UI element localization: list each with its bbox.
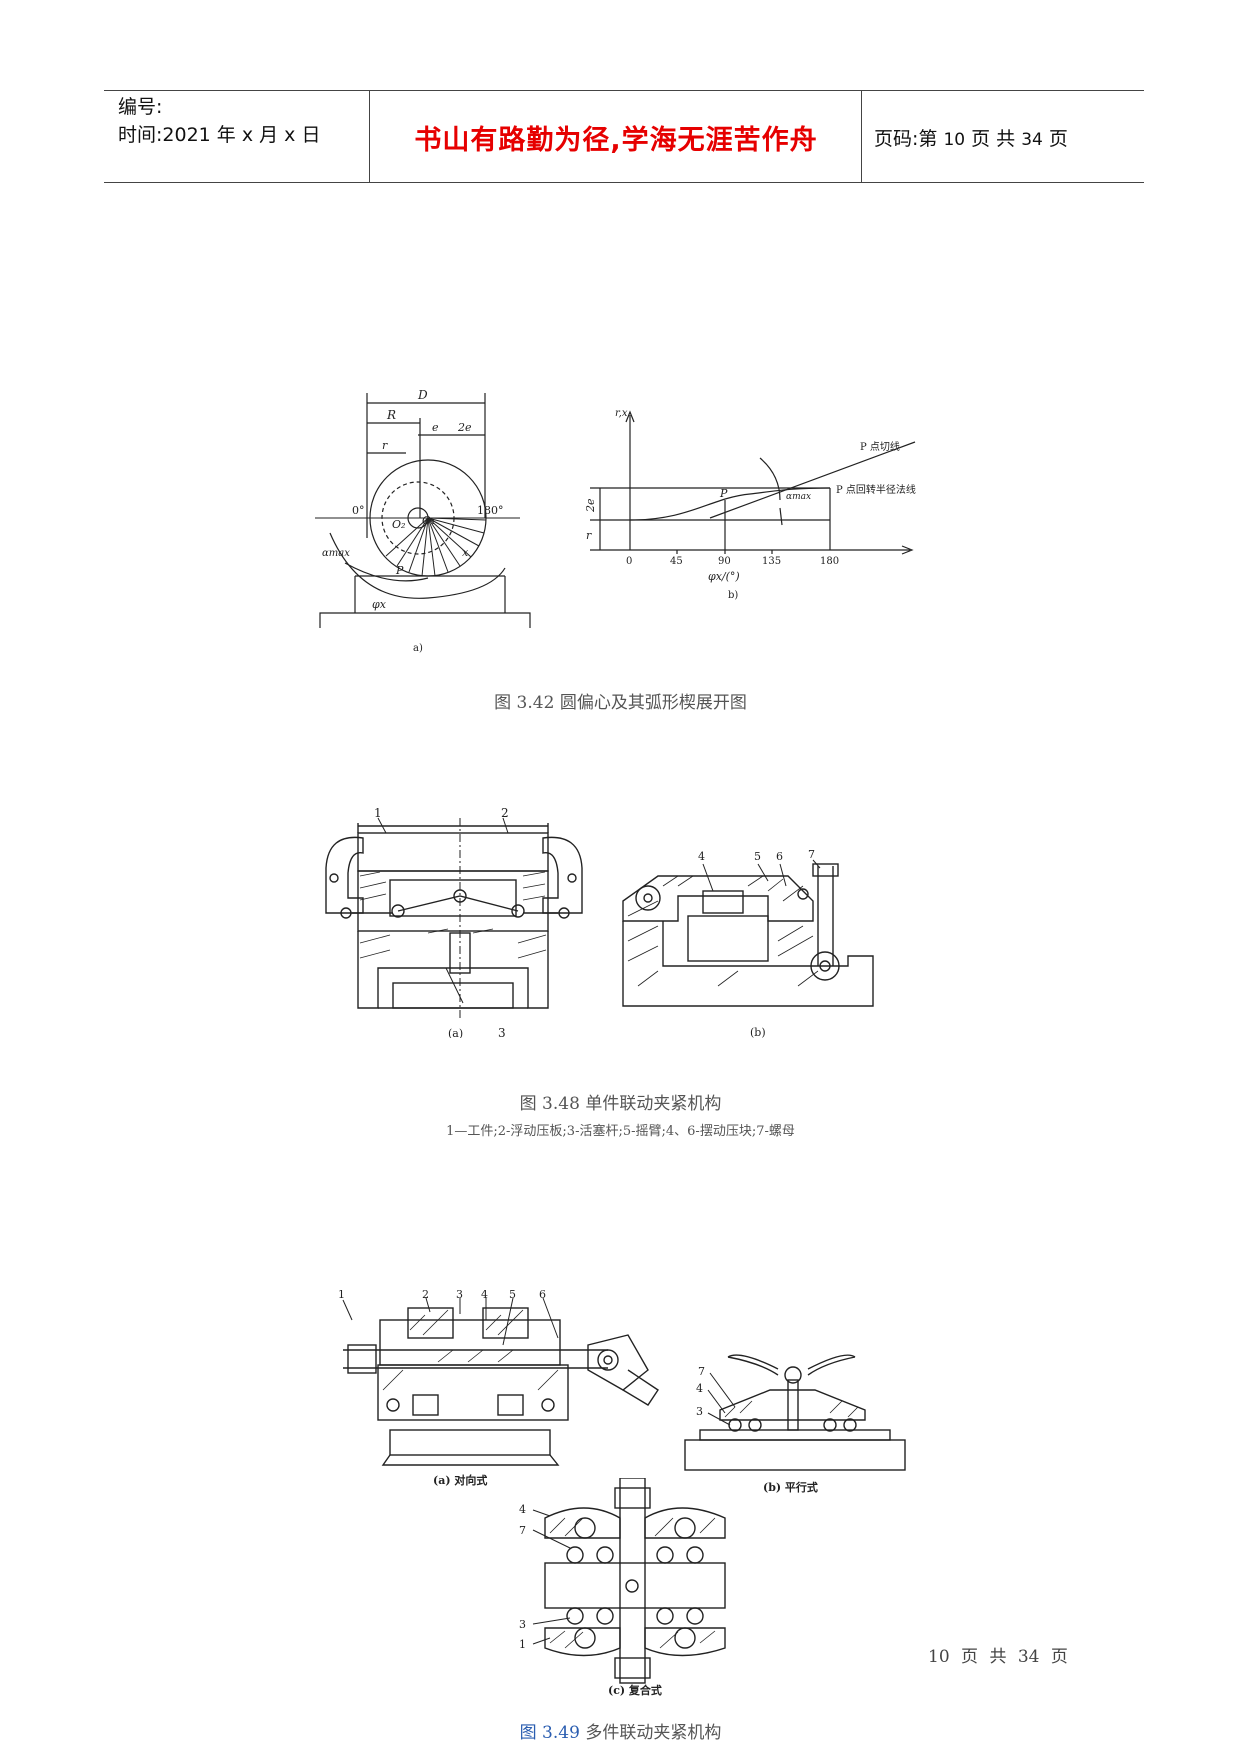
figure-342b-unrolled-wedge-chart: r,x 2e r 0 45 90 135 180 φx/(°) P αmax P… — [584, 408, 916, 601]
fig342a-label-e: e — [432, 421, 439, 434]
fig349b-label-4: 4 — [696, 1382, 703, 1395]
fig342a-sublabel: a) — [413, 643, 423, 654]
figure-349b-parallel-multi-clamp: 7 4 3 (b) 平行式 — [684, 1354, 906, 1494]
fig342a-label-180deg: 180° — [477, 504, 504, 517]
fig349a-label-6: 6 — [539, 1290, 546, 1301]
fig342a-label-P: P — [395, 564, 404, 577]
fig342b-tick-90: 90 — [718, 556, 731, 567]
header-divider-left — [369, 90, 370, 183]
page-total: 34 — [1021, 130, 1043, 150]
fig342a-label-2e: 2e — [457, 421, 472, 434]
fig349c-label-3: 3 — [519, 1618, 526, 1631]
page-prefix: 页码:第 — [874, 128, 944, 150]
fig348a-label-3: 3 — [498, 1026, 506, 1038]
figure-349c-compound-multi-clamp: 4 7 3 1 (c) 复合式 — [519, 1478, 726, 1696]
fig349c-label-4: 4 — [519, 1503, 526, 1516]
header-motto: 书山有路勤为径,学海无涯苦作舟 — [414, 125, 818, 156]
fig342a-label-0deg: 0° — [352, 504, 365, 517]
fig349a-label-1: 1 — [338, 1290, 345, 1301]
fig342b-label-P: P — [719, 487, 728, 500]
fig349b-label-7: 7 — [698, 1365, 705, 1378]
fig348a-sublabel: (a) — [448, 1027, 463, 1038]
fig349a-sublabel: (a) 对向式 — [433, 1473, 487, 1486]
fig342a-label-D: D — [417, 388, 428, 402]
fig342a-label-r: r — [382, 439, 388, 452]
header-top-rule — [104, 90, 1144, 91]
fig349a-label-5: 5 — [509, 1290, 516, 1301]
fig342b-tangent-label: P 点切线 — [860, 440, 900, 453]
fig348b-sublabel: (b) — [750, 1026, 766, 1039]
header-time-label: 时间:2021 年 x 月 x 日 — [118, 124, 321, 146]
fig348b-label-5: 5 — [754, 850, 761, 863]
fig342b-normal-label: P 点回转半径法线 — [836, 483, 916, 496]
fig342b-label-2e: 2e — [584, 498, 597, 513]
fig342a-label-phi: φx — [372, 598, 387, 611]
page-current: 10 — [943, 130, 966, 150]
figure-342-caption: 图 3.42 圆偏心及其弧形楔展开图 — [494, 693, 747, 713]
fig342b-label-alpha: αmax — [786, 492, 811, 502]
figure-348a-single-clamp: 1 2 3 (a) — [325, 808, 583, 1038]
fig349a-label-2: 2 — [422, 1290, 429, 1301]
fig342a-label-O1: O₁ — [422, 514, 435, 527]
fig348a-label-1: 1 — [374, 808, 382, 820]
footer-page-number: 10 页 共 34 页 — [928, 1647, 1068, 1667]
fig348a-label-2: 2 — [501, 808, 509, 820]
fig342b-tick-45: 45 — [670, 556, 683, 567]
figure-349-caption-number: 图 3.49 — [519, 1723, 580, 1743]
fig342b-sublabel: b) — [728, 590, 738, 601]
fig349c-label-7: 7 — [519, 1524, 526, 1537]
header-divider-right — [861, 90, 862, 183]
fig342a-label-alpha: αmax — [322, 548, 350, 559]
header-page-info: 页码:第 10 页 共 34 页 — [874, 124, 1068, 151]
fig342b-tick-180: 180 — [820, 556, 839, 567]
figure-348-legend-note: 1—工件;2-浮动压板;3-活塞杆;5-摇臂;4、6-摆动压块;7-螺母 — [446, 1124, 795, 1139]
fig349a-label-3: 3 — [456, 1290, 463, 1301]
fig342b-tick-0: 0 — [626, 556, 632, 567]
page-mid: 页 共 — [965, 128, 1022, 150]
fig349a-label-4: 4 — [481, 1290, 488, 1301]
fig349b-sublabel: (b) 平行式 — [763, 1480, 818, 1494]
fig342a-label-x: x — [462, 546, 469, 559]
fig348b-label-6: 6 — [776, 850, 783, 863]
fig342a-label-O2: O₂ — [392, 518, 405, 531]
page-suffix: 页 — [1042, 128, 1068, 150]
header-left-block: 编号: 时间:2021 年 x 月 x 日 — [118, 93, 320, 149]
fig348b-label-7: 7 — [808, 848, 815, 861]
figure-349-caption: 图 3.49 多件联动夹紧机构 — [0, 1718, 1241, 1743]
fig349b-label-3: 3 — [696, 1405, 703, 1418]
fig342b-tick-135: 135 — [762, 556, 781, 567]
fig342a-label-R: R — [386, 408, 396, 422]
figure-348-caption: 图 3.48 单件联动夹紧机构 — [519, 1094, 722, 1114]
fig342b-label-r: r — [586, 529, 592, 542]
figure-349a-opposed-multi-clamp: 1 2 3 4 5 6 (a) 对向式 — [338, 1290, 659, 1486]
fig348b-label-4: 4 — [698, 850, 705, 863]
header-bottom-rule — [104, 182, 1144, 183]
fig342b-xaxis-label: φx/(°) — [708, 570, 740, 583]
header-number-label: 编号: — [118, 96, 163, 118]
figure-348b-single-clamp: 4 5 6 7 (b) — [622, 848, 874, 1039]
fig349c-sublabel: (c) 复合式 — [608, 1683, 662, 1696]
fig349c-label-1: 1 — [519, 1638, 526, 1651]
figure-342a-eccentric-diagram: D R e 2e r 0° 180° O₂ O₁ αmax P x φx a) — [315, 388, 531, 654]
fig342b-yaxis-label: r,x — [615, 408, 628, 419]
figure-349-caption-text: 多件联动夹紧机构 — [579, 1723, 722, 1743]
